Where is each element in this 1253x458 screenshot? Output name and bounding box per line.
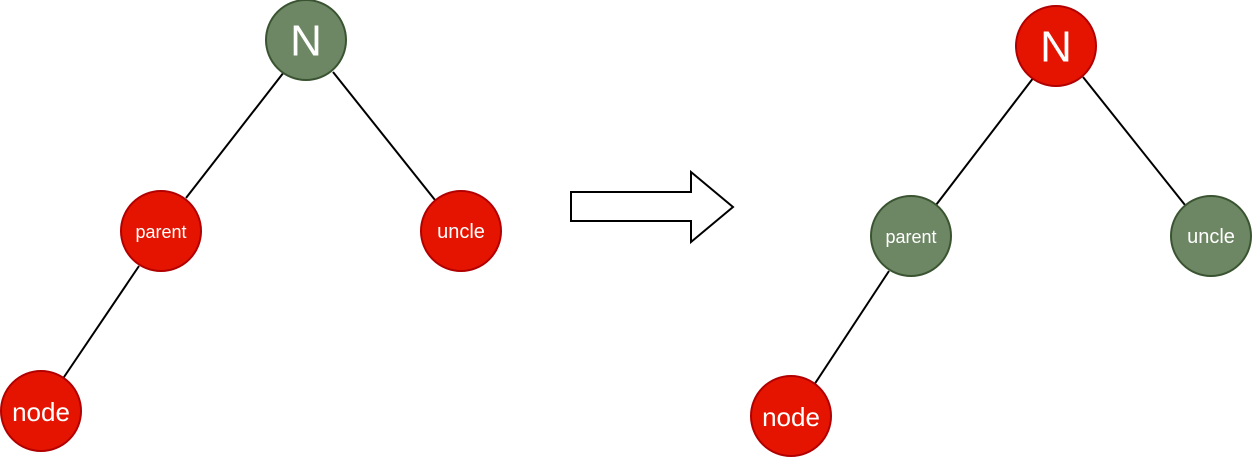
after-uncle-circle	[1170, 195, 1252, 277]
after-edge-parent-node	[813, 270, 890, 386]
before-uncle-circle	[420, 190, 502, 272]
transform-arrow-icon	[570, 169, 735, 245]
after-parent-label: parent	[885, 227, 936, 247]
after-parent-circle	[870, 195, 952, 277]
after-node-circle	[750, 375, 832, 457]
before-root-circle	[265, 0, 347, 81]
before-node-circle	[0, 370, 82, 452]
after-tree: N parent uncle node	[750, 5, 1252, 457]
after-edge-root-parent	[935, 76, 1035, 206]
before-parent-circle	[120, 190, 202, 272]
after-root-circle	[1015, 5, 1097, 87]
before-parent-label: parent	[135, 222, 186, 242]
after-node-label: node	[762, 402, 820, 432]
before-edge-root-uncle	[332, 71, 436, 201]
after-uncle-label: uncle	[1187, 226, 1235, 248]
before-edge-parent-node	[61, 265, 140, 381]
before-uncle-label: uncle	[437, 221, 485, 243]
before-node-label: node	[12, 397, 70, 427]
after-root-label: N	[1040, 23, 1072, 72]
before-edge-root-parent	[185, 71, 285, 199]
before-root-label: N	[290, 17, 322, 66]
after-edge-root-uncle	[1082, 76, 1186, 206]
before-tree: N parent uncle node	[0, 0, 502, 452]
